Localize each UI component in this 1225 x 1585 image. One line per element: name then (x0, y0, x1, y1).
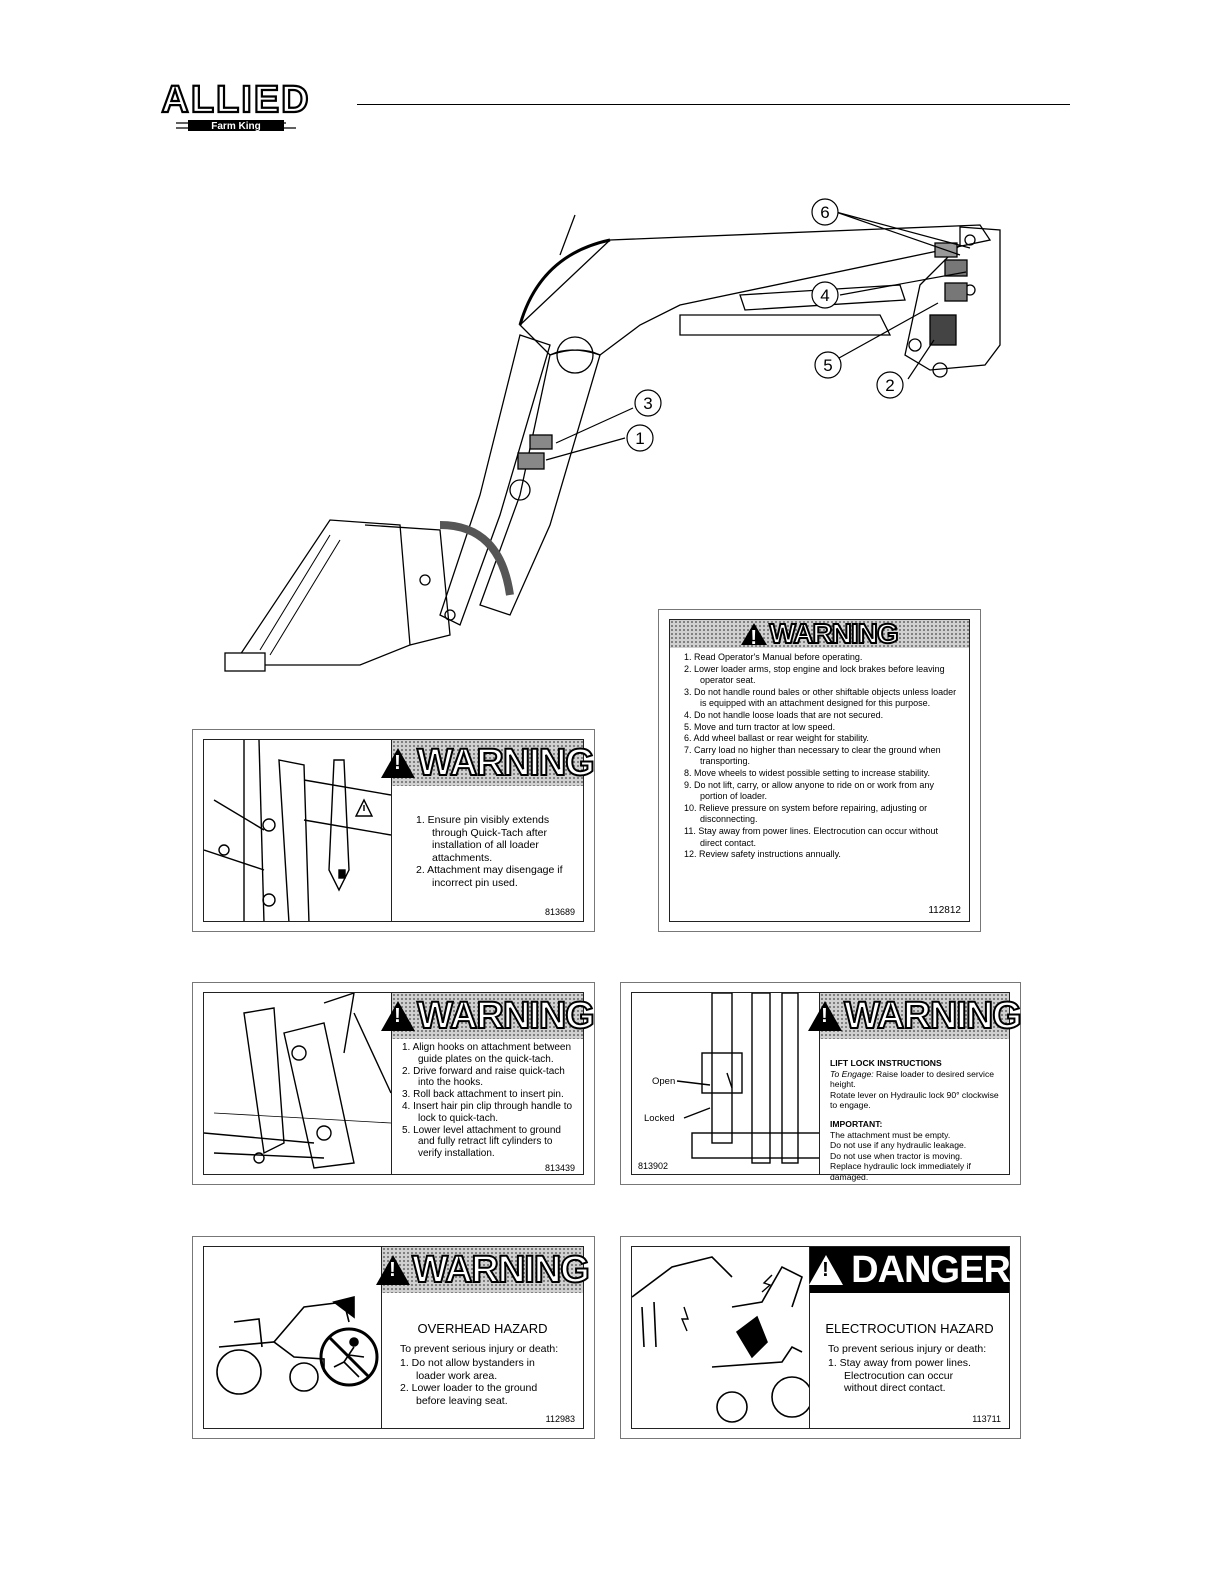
warning-item: 3. Roll back attachment to insert pin. (402, 1089, 564, 1101)
danger-banner: DANGER (809, 1247, 1011, 1293)
warning-item-list: 1. Stay away from power lines. Electrocu… (828, 1357, 983, 1395)
quick-tach-install-illustration (204, 993, 392, 1174)
warning-banner: WARNING (670, 617, 969, 650)
callout-4: 4 (820, 286, 829, 305)
warning-item: 5. Lower level attachment to ground and … (402, 1124, 561, 1160)
decal-part-number: 112812 (928, 905, 961, 916)
decal-part-number: 112983 (545, 1414, 575, 1424)
decal-112812: WARNING 1. Read Operator's Manual before… (658, 609, 981, 932)
warning-item: 1. Stay away from power lines. Electrocu… (828, 1357, 971, 1394)
decal-113711: DANGER ELECTROCUTION HAZARD To prevent s… (620, 1236, 1021, 1439)
lift-lock-heading: LIFT LOCK INSTRUCTIONS (830, 1058, 942, 1068)
overhead-hazard-illustration (204, 1247, 382, 1428)
warning-item: 11. Stay away from power lines. Electroc… (684, 825, 938, 848)
decal-813689: WARNING 1. Ensure pin visibly extends th… (192, 729, 596, 932)
important-line: The attachment must be empty. (830, 1129, 951, 1140)
warning-item: 10. Relieve pressure on system before re… (684, 802, 928, 825)
header-rule (357, 104, 1070, 105)
engage-label: To Engage: (830, 1068, 874, 1079)
warning-item: 8. Move wheels to widest possible settin… (684, 767, 930, 778)
callout-5: 5 (823, 356, 832, 375)
important-line: Do not use if any hydraulic leakage. (830, 1140, 967, 1151)
important-line: Replace hydraulic lock immediately if da… (830, 1161, 971, 1182)
warning-item: 2. Drive forward and raise quick-tach in… (402, 1065, 565, 1089)
warning-item: 12. Review safety instructions annually. (684, 849, 841, 860)
allied-farm-king-logo: ALLIED Farm King (160, 78, 310, 132)
decal-part-number: 813689 (544, 907, 575, 917)
engage-text: Raise loader to desired service height. (830, 1068, 995, 1090)
warning-banner: WARNING (808, 993, 1023, 1039)
warning-item: 3. Do not handle round bales or other sh… (684, 686, 957, 709)
important-label: IMPORTANT: (830, 1118, 883, 1129)
danger-title: DANGER (851, 1248, 1011, 1291)
warning-item: 9. Do not lift, carry, or allow anyone t… (684, 779, 934, 802)
warning-item: 5. Move and turn tractor at low speed. (684, 721, 836, 732)
warning-triangle-icon (381, 1001, 416, 1031)
warning-item: 7. Carry load no higher than necessary t… (684, 744, 941, 767)
warning-item: 1. Ensure pin visibly extends through Qu… (416, 814, 550, 864)
warning-banner: WARNING (376, 1247, 591, 1293)
decal-813902: Open Locked 813902 WARNING LIFT LOCK INS… (620, 982, 1023, 1185)
danger-triangle-icon (809, 1255, 844, 1285)
warning-item-list: 1. Do not allow bystanders in loader wor… (400, 1357, 560, 1407)
warning-title: WARNING (843, 994, 1023, 1038)
warning-title: WARNING (416, 994, 596, 1038)
decal-813439: WARNING 1. Align hooks on attachment bet… (192, 982, 596, 1185)
engage-instruction: To Engage: Raise loader to desired servi… (830, 1069, 1005, 1090)
decal-part-number: 113711 (972, 1414, 1001, 1424)
loader-decal-location-diagram: 3 1 6 4 5 2 (224, 198, 1001, 672)
warning-triangle-icon (741, 623, 768, 650)
hazard-intro: To prevent serious injury or death: (400, 1343, 559, 1355)
warning-item: 1. Align hooks on attachment between gui… (402, 1042, 572, 1065)
warning-item: 2. Attachment may disengage if incorrect… (416, 864, 563, 889)
warning-item: 1. Read Operator's Manual before operati… (684, 652, 863, 662)
open-label: Open (652, 1076, 676, 1087)
warning-item: 4. Do not handle loose loads that are no… (684, 709, 884, 720)
rotate-instruction: Rotate lever on Hydraulic lock 90° clock… (830, 1089, 999, 1111)
svg-text:Farm King: Farm King (211, 121, 260, 132)
hazard-heading: ELECTROCUTION HAZARD (825, 1321, 994, 1336)
warning-item: 6. Add wheel ballast or rear weight for … (684, 733, 869, 744)
hazard-intro: To prevent serious injury or death: (828, 1343, 987, 1355)
caution-triangle-icon (354, 798, 374, 817)
locked-label: Locked (644, 1113, 675, 1124)
warning-item: 1. Do not allow bystanders in loader wor… (400, 1357, 535, 1382)
callout-1: 1 (635, 429, 644, 448)
warning-triangle-icon (376, 1255, 411, 1285)
warning-item-list: 1. Read Operator's Manual before operati… (684, 652, 961, 861)
warning-triangle-icon (381, 748, 416, 778)
warning-triangle-icon (808, 1001, 843, 1031)
quick-tach-pin-illustration (204, 740, 392, 921)
warning-banner: WARNING (381, 740, 596, 786)
warning-item-list: 1. Ensure pin visibly extends through Qu… (416, 814, 566, 889)
warning-item: 4. Insert hair pin clip through handle t… (402, 1100, 573, 1124)
decal-112983: WARNING OVERHEAD HAZARD To prevent serio… (192, 1236, 595, 1439)
hydraulic-lock-illustration: Open Locked 813902 (632, 993, 820, 1174)
warning-item-list: 1. Align hooks on attachment between gui… (402, 1042, 577, 1160)
svg-text:ALLIED: ALLIED (161, 79, 310, 121)
decal-part-number: 813439 (544, 1163, 575, 1173)
decal-part-number: 813902 (638, 1161, 669, 1171)
important-line: Do not use when tractor is moving. (830, 1150, 963, 1161)
callout-2: 2 (885, 376, 894, 395)
callout-6: 6 (820, 203, 829, 222)
electrocution-hazard-illustration (632, 1247, 810, 1428)
warning-item: 2. Lower loader arms, stop engine and lo… (684, 663, 945, 686)
warning-title: WARNING (411, 1248, 591, 1292)
hazard-heading: OVERHEAD HAZARD (417, 1321, 548, 1336)
warning-banner: WARNING (381, 993, 596, 1039)
callout-3: 3 (643, 394, 652, 413)
warning-title: WARNING (416, 741, 596, 785)
warning-item: 2. Lower loader to the ground before lea… (400, 1382, 538, 1407)
warning-title: WARNING (768, 617, 899, 650)
